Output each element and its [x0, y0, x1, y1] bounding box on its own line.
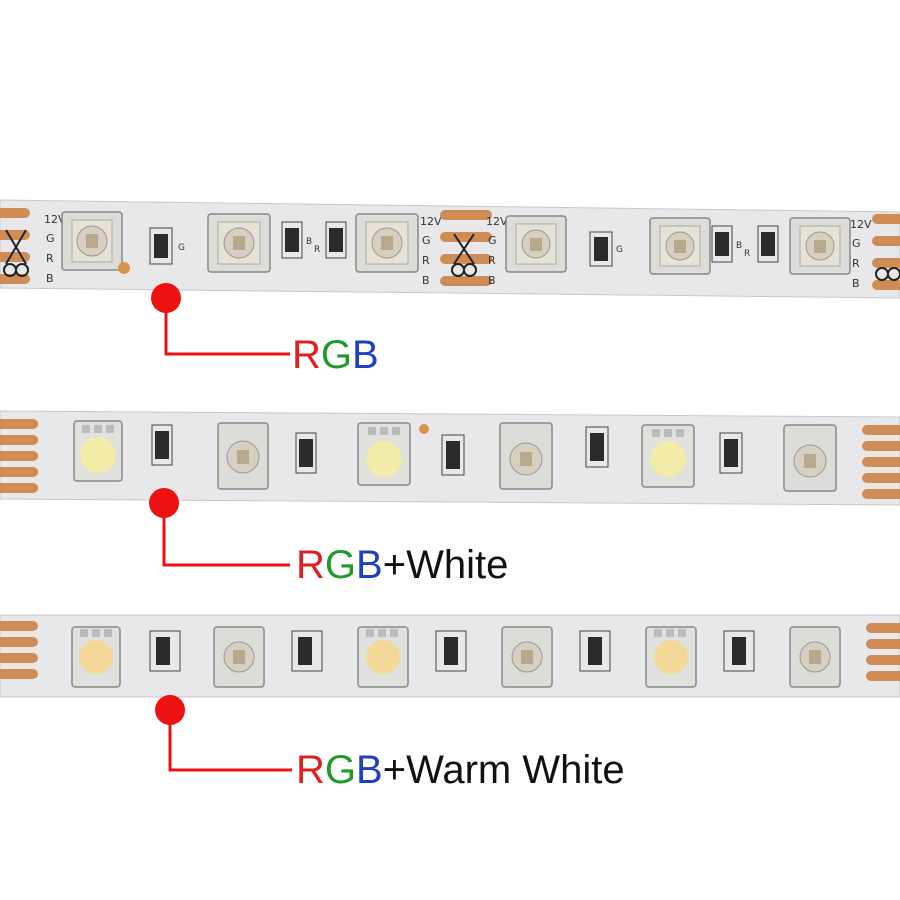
label-b: B — [356, 748, 383, 792]
led-rgb — [499, 422, 553, 490]
resistor — [719, 432, 743, 474]
svg-text:G: G — [852, 237, 861, 250]
led-rgb — [501, 626, 553, 688]
svg-text:R: R — [314, 245, 320, 255]
led-rgb — [649, 217, 711, 275]
svg-text:R: R — [488, 254, 496, 267]
svg-text:B: B — [488, 274, 496, 287]
resistor — [579, 630, 611, 672]
label-rgb-warm-white: RGB+Warm White — [296, 750, 625, 790]
svg-text:R: R — [852, 257, 860, 270]
resistor: B R — [281, 221, 347, 259]
cut-mark-icon — [3, 229, 29, 277]
led-white — [357, 422, 411, 486]
svg-text:B: B — [736, 241, 742, 251]
svg-text:B: B — [852, 277, 860, 290]
resistor — [441, 434, 465, 476]
svg-text:12V: 12V — [44, 213, 66, 226]
label-r: R — [292, 333, 321, 377]
led-rgb — [355, 213, 419, 273]
resistor — [149, 630, 181, 672]
label-b: B — [356, 543, 383, 587]
resistor — [435, 630, 467, 672]
led-warm-white — [645, 626, 697, 688]
label-r: R — [296, 543, 325, 587]
strip-rgbww — [0, 605, 900, 705]
resistor — [723, 630, 755, 672]
resistor: G — [589, 231, 623, 267]
label-rgb-white: RGB+White — [296, 545, 508, 585]
svg-text:B: B — [306, 237, 312, 247]
svg-text:12V: 12V — [486, 215, 508, 228]
led-white — [641, 424, 695, 488]
led-rgb — [61, 211, 123, 271]
label-rgb: RGB — [292, 335, 379, 375]
svg-text:G: G — [422, 234, 431, 247]
led-rgb — [789, 626, 841, 688]
solder-pads-right — [872, 214, 900, 290]
led-rgb — [207, 213, 271, 273]
label-b: B — [352, 333, 379, 377]
strip-rgbw — [0, 405, 900, 515]
svg-text:12V: 12V — [850, 218, 872, 231]
svg-text:G: G — [46, 232, 55, 245]
led-rgb — [783, 424, 837, 492]
label-r: R — [296, 748, 325, 792]
led-rgb — [789, 217, 851, 275]
label-g: G — [320, 333, 353, 377]
solder-pads-middle — [440, 210, 492, 286]
svg-text:G: G — [488, 234, 497, 247]
solder-pads-right — [866, 623, 900, 681]
led-rgb — [505, 215, 567, 273]
led-white — [73, 420, 123, 482]
svg-text:R: R — [422, 254, 430, 267]
svg-text:G: G — [178, 243, 185, 253]
solder-pads-right — [862, 425, 900, 499]
svg-text:B: B — [46, 272, 54, 285]
label-g: G — [324, 748, 357, 792]
led-rgb — [213, 626, 265, 688]
led-rgb — [217, 422, 269, 490]
svg-text:B: B — [422, 274, 430, 287]
svg-text:R: R — [46, 252, 54, 265]
led-strip-rgbww-image — [0, 614, 900, 698]
resistor: B R — [711, 225, 779, 263]
label-g: G — [324, 543, 357, 587]
resistor — [151, 424, 173, 466]
led-warm-white — [357, 626, 409, 688]
led-strip-rgbw-image — [0, 410, 900, 506]
label-white: +White — [382, 543, 509, 587]
resistor — [291, 630, 323, 672]
solder-pads-left — [0, 621, 38, 679]
svg-text:12V: 12V — [420, 215, 442, 228]
resistor: G — [149, 227, 185, 265]
svg-text:R: R — [744, 249, 750, 259]
callout-rgbww — [155, 695, 292, 772]
strip-rgb: 12V G R B G B R — [0, 190, 900, 300]
label-warm-white: +Warm White — [382, 748, 625, 792]
led-warm-white — [71, 626, 121, 688]
led-strip-rgb-image: 12V G R B G B R — [0, 199, 900, 299]
svg-text:G: G — [616, 245, 623, 255]
resistor — [295, 432, 317, 474]
solder-pads-left — [0, 419, 38, 493]
resistor — [585, 426, 609, 468]
